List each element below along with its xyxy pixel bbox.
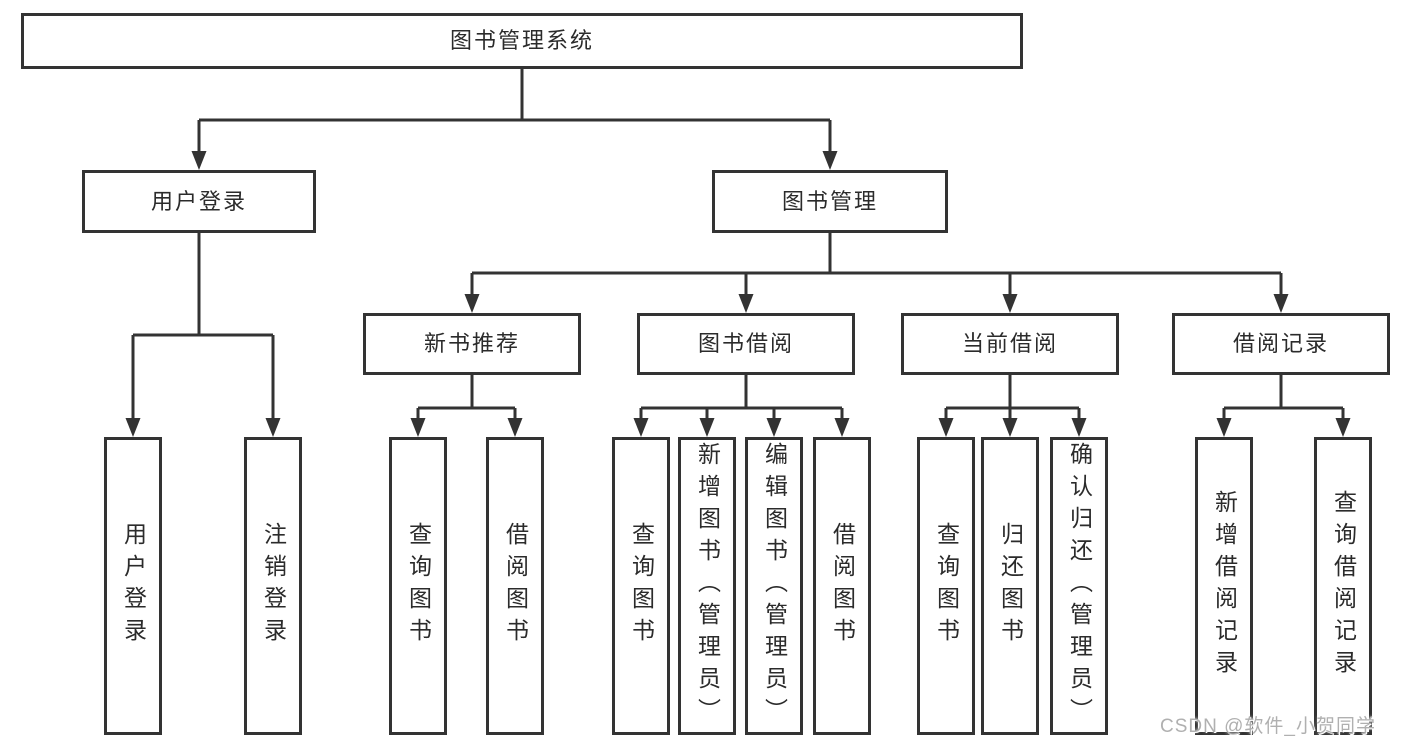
connector-book-mgmt: [470, 233, 1283, 295]
node-leaf-nbr-borrow-books: 借阅图书: [486, 437, 544, 735]
node-root-label: 图书管理系统: [449, 28, 594, 53]
arrowhead: [633, 418, 649, 437]
node-new-book-rec-label: 新书推荐: [423, 331, 520, 356]
arrowhead: [1002, 294, 1018, 313]
node-leaf-cb-confirm-return-admin: 确认归还（管理员）: [1050, 437, 1108, 735]
connector-current-borrow: [944, 375, 1081, 419]
node-borrow-records-label: 借阅记录: [1232, 331, 1329, 356]
node-user-login: 用户登录: [82, 170, 316, 233]
leaf-label: 新增借阅记录: [1211, 490, 1238, 682]
leaf-label: 注销登录: [260, 522, 287, 650]
node-leaf-nbr-query-books: 查询图书: [389, 437, 447, 735]
leaf-label: 借阅图书: [829, 522, 856, 650]
node-current-borrow-label: 当前借阅: [961, 331, 1058, 356]
leaf-label: 查询图书: [628, 522, 655, 650]
leaf-label: 查询借阅记录: [1330, 490, 1357, 682]
node-leaf-cb-return-books: 归还图书: [981, 437, 1039, 735]
leaf-label: 编辑图书（管理员）: [761, 442, 788, 730]
node-leaf-bb-edit-books-admin: 编辑图书（管理员）: [745, 437, 803, 735]
connector-borrow-records: [1222, 375, 1345, 419]
node-new-book-rec: 新书推荐: [363, 313, 581, 375]
connector-book-borrow: [639, 375, 844, 419]
node-leaf-bb-borrow-books: 借阅图书: [813, 437, 871, 735]
node-leaf-bb-query-books: 查询图书: [612, 437, 670, 735]
arrowhead: [507, 418, 523, 437]
node-leaf-bb-add-books-admin: 新增图书（管理员）: [678, 437, 736, 735]
connector-root: [197, 69, 832, 152]
arrowhead: [738, 294, 754, 313]
arrowhead: [822, 151, 838, 170]
node-current-borrow: 当前借阅: [901, 313, 1119, 375]
arrowhead: [699, 418, 715, 437]
arrowhead: [1335, 418, 1351, 437]
leaf-label: 借阅图书: [502, 522, 529, 650]
arrowhead: [834, 418, 850, 437]
node-leaf-br-query-record: 查询借阅记录: [1314, 437, 1372, 735]
arrowhead: [1002, 418, 1018, 437]
watermark: CSDN @软件_小贺同学: [1160, 716, 1376, 737]
arrowhead: [125, 418, 141, 437]
arrowhead: [410, 418, 426, 437]
connector-new-book-rec: [416, 375, 517, 419]
arrowhead: [766, 418, 782, 437]
leaf-label: 确认归还（管理员）: [1066, 442, 1093, 730]
leaf-label: 归还图书: [997, 522, 1024, 650]
arrowhead: [265, 418, 281, 437]
leaf-label: 用户登录: [120, 522, 147, 650]
arrowhead: [938, 418, 954, 437]
node-book-borrow-label: 图书借阅: [697, 331, 794, 356]
arrowheads: [125, 151, 1351, 437]
node-book-borrow: 图书借阅: [637, 313, 855, 375]
node-leaf-cb-query-books: 查询图书: [917, 437, 975, 735]
arrowhead: [1273, 294, 1289, 313]
leaf-label: 查询图书: [405, 522, 432, 650]
connector-user-login: [131, 233, 275, 419]
node-leaf-user-login: 用户登录: [104, 437, 162, 735]
arrowhead: [1216, 418, 1232, 437]
node-borrow-records: 借阅记录: [1172, 313, 1390, 375]
node-book-mgmt: 图书管理: [712, 170, 948, 233]
leaf-label: 新增图书（管理员）: [694, 442, 721, 730]
arrowhead: [464, 294, 480, 313]
node-leaf-logout: 注销登录: [244, 437, 302, 735]
node-user-login-label: 用户登录: [150, 188, 247, 214]
node-leaf-br-add-record: 新增借阅记录: [1195, 437, 1253, 735]
node-root: 图书管理系统: [21, 13, 1023, 69]
node-book-mgmt-label: 图书管理: [781, 188, 878, 214]
arrowhead: [191, 151, 207, 170]
arrowhead: [1071, 418, 1087, 437]
leaf-label: 查询图书: [933, 522, 960, 650]
